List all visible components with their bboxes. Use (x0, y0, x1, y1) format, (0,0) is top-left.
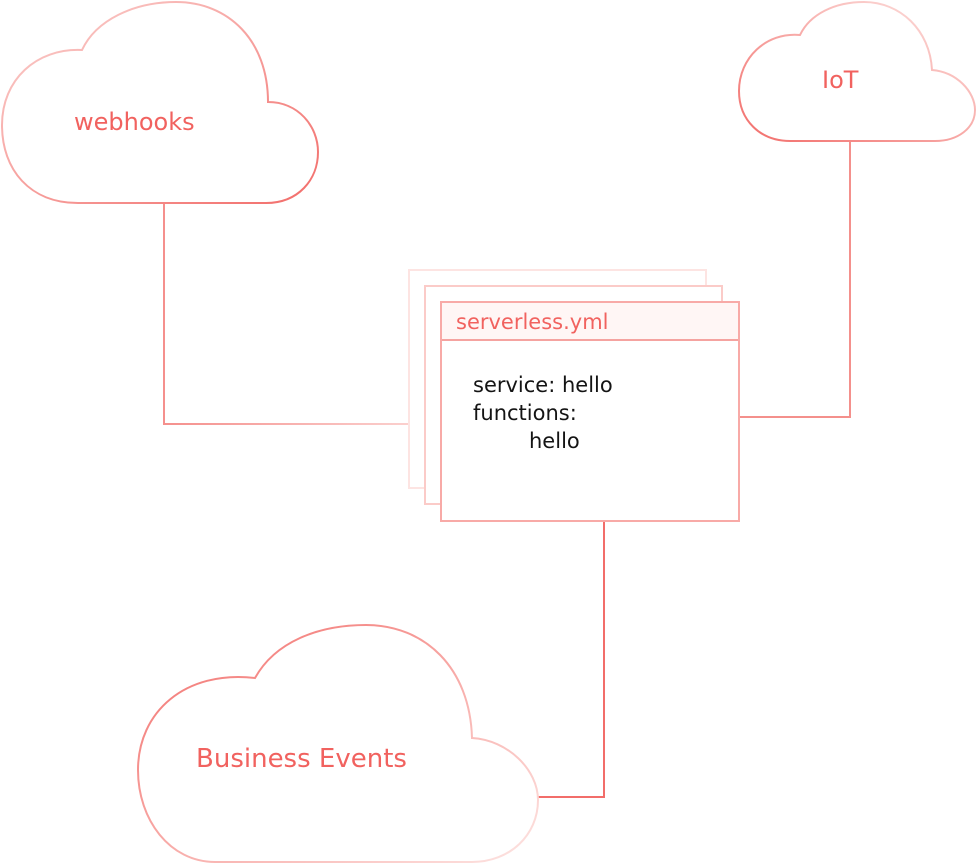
config-code-block: service: hello functions: hello (442, 341, 738, 455)
webhooks-cloud-shape (0, 0, 320, 204)
webhooks-label: webhooks (74, 108, 195, 136)
config-line-function-name: hello (529, 429, 580, 453)
business-events-label: Business Events (196, 744, 407, 774)
serverless-config-card: serverless.yml service: hello functions:… (440, 301, 740, 522)
iot-cloud-shape (737, 0, 976, 142)
config-filename: serverless.yml (442, 303, 738, 341)
webhooks-connector-line (163, 203, 410, 425)
iot-connector-line (740, 141, 851, 418)
config-line-functions: functions: (473, 401, 577, 425)
iot-label: IoT (822, 66, 859, 94)
business-events-cloud-shape (136, 623, 540, 863)
config-line-service: service: hello (473, 373, 613, 397)
business-events-connector-line (538, 522, 605, 798)
